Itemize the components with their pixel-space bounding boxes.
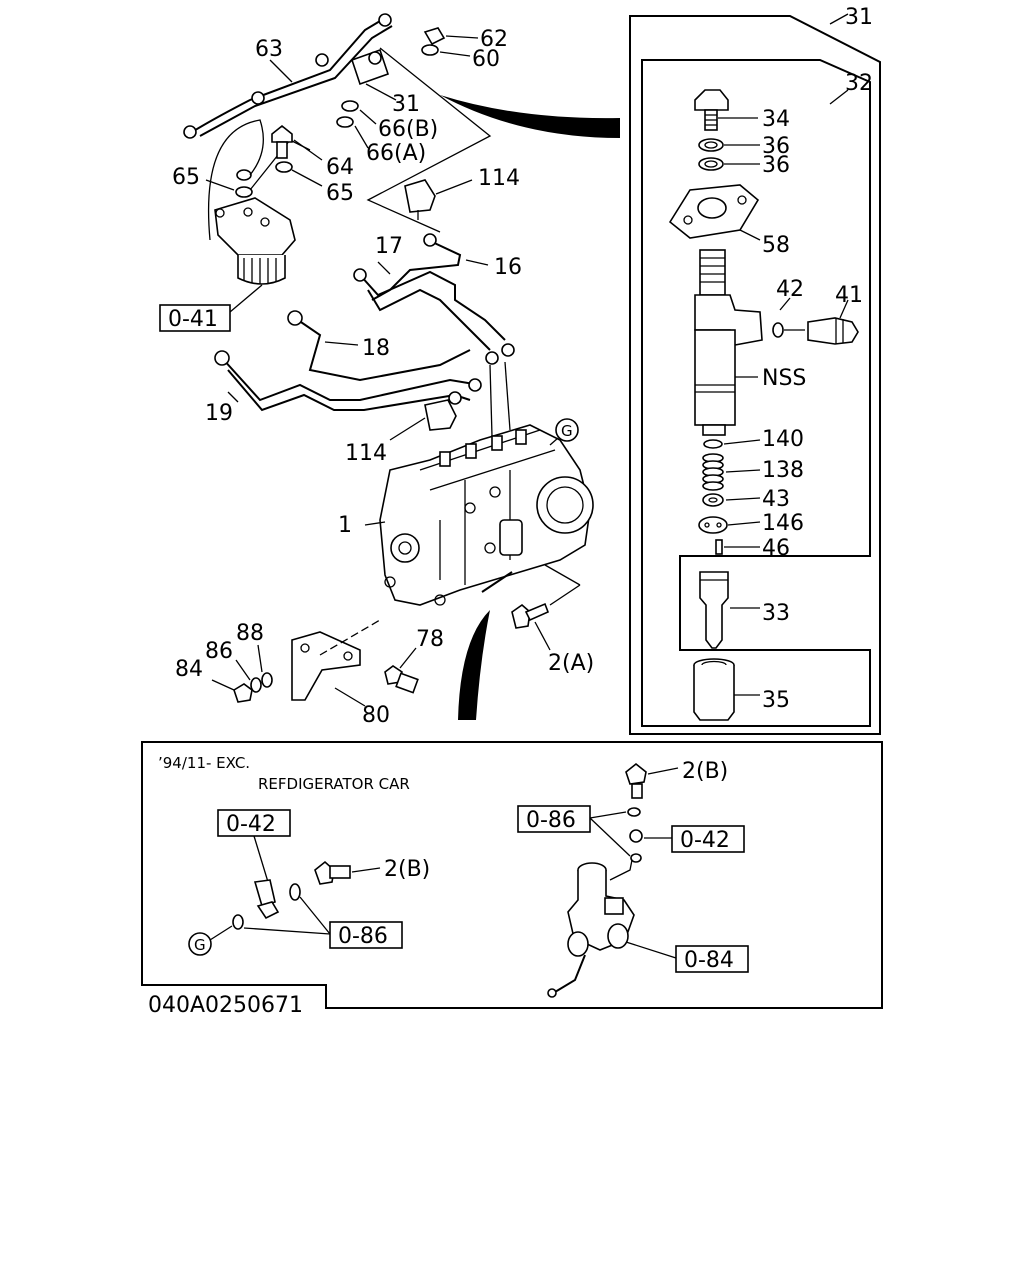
label-18: 18 [362,336,390,361]
label-114a: 114 [478,166,520,191]
ref-0-42-right: 0-42 [680,828,730,853]
label-65a: 65 [172,165,200,190]
label-42: 42 [776,277,804,302]
note-line-2: REFDIGERATOR CAR [258,775,410,793]
label-65b: 65 [326,181,354,206]
label-46: 46 [762,536,790,561]
label-31b: 31 [392,92,420,117]
label-58: 58 [762,233,790,258]
label-17: 17 [375,234,403,259]
label-nss: NSS [762,366,806,391]
label-36a: 36 [762,134,790,159]
label-146: 146 [762,511,804,536]
label-66b: 66(B) [378,117,438,142]
label-31: 31 [845,5,873,30]
label-2a: 2(A) [548,651,594,676]
label-138: 138 [762,458,804,483]
mark-g-variant: G [194,936,206,954]
label-84: 84 [175,657,203,682]
label-78: 78 [416,627,444,652]
label-62: 62 [480,27,508,52]
drawing-code: 040A0250671 [148,993,303,1018]
label-63: 63 [255,37,283,62]
label-33: 33 [762,601,790,626]
label-86: 86 [205,639,233,664]
label-88: 88 [236,621,264,646]
label-36b: 36 [762,153,790,178]
injector-inset: 31 32 34 36 36 58 [629,5,881,735]
label-66a: 66(A) [366,141,426,166]
label-16: 16 [494,255,522,280]
label-114b: 114 [345,441,387,466]
label-64: 64 [326,155,354,180]
ref-0-84: 0-84 [684,948,734,973]
label-2b-right: 2(B) [682,759,728,784]
label-2b-left: 2(B) [384,857,430,882]
main-assembly: 63 31 62 60 66(B) 66(A) 64 65 [159,13,594,728]
note-line-1: ’94/11- EXC. [158,754,250,772]
label-41: 41 [835,283,863,308]
ref-0-86-left: 0-86 [338,924,388,949]
ref-0-42-left: 0-42 [226,812,276,837]
label-1: 1 [338,513,352,538]
label-80: 80 [362,703,390,728]
label-35: 35 [762,688,790,713]
ref-0-41: 0-41 [168,307,218,332]
label-19: 19 [205,401,233,426]
label-60: 60 [472,47,500,72]
pointer-to-pump [458,610,490,720]
label-34: 34 [762,107,790,132]
label-32: 32 [845,71,873,96]
variant-box: ’94/11- EXC. REFDIGERATOR CAR 0-42 2(B) … [141,741,883,1009]
mark-g-main: G [561,422,573,440]
label-43: 43 [762,487,790,512]
label-140: 140 [762,427,804,452]
ref-0-86-right: 0-86 [526,808,576,833]
pointer-to-inset [440,95,620,138]
